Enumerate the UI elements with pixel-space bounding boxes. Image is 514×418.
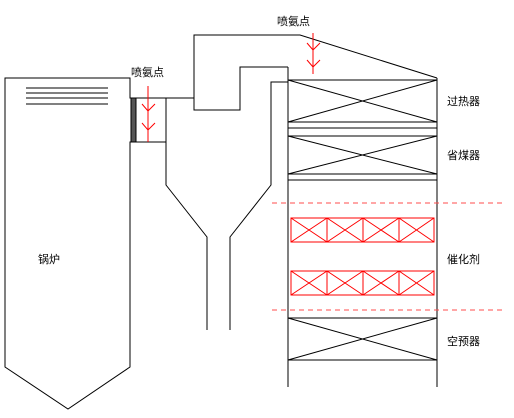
tail-shaft xyxy=(287,67,438,387)
outlet-header xyxy=(130,97,137,143)
top-flue xyxy=(193,34,438,98)
boiler-label: 锅炉 xyxy=(38,253,60,266)
air-preheater-bank xyxy=(287,317,438,361)
catalyst-label: 催化剂 xyxy=(447,252,480,266)
air-preheater-label: 空预器 xyxy=(447,334,480,348)
superheater-label: 过热器 xyxy=(447,95,480,108)
boiler xyxy=(4,77,167,410)
ammonia-injection-top xyxy=(306,33,321,74)
ammonia-left-label: 喷氨点 xyxy=(131,66,164,79)
ammonia-top-label: 喷氨点 xyxy=(277,15,310,28)
boiler-outline xyxy=(4,77,167,410)
cyclone-separator xyxy=(165,66,288,330)
economizer-bank xyxy=(287,135,438,181)
catalyst-layer-2 xyxy=(290,270,435,296)
ammonia-injection-left xyxy=(141,86,156,142)
catalyst-boundaries xyxy=(272,202,503,311)
catalyst-layer-1 xyxy=(290,217,435,243)
catalyst-layers xyxy=(290,217,435,296)
cyclone-outline xyxy=(165,66,288,330)
flue-duct xyxy=(193,34,438,98)
economizer-label: 省煤器 xyxy=(447,149,480,162)
superheater-bank xyxy=(287,79,438,129)
